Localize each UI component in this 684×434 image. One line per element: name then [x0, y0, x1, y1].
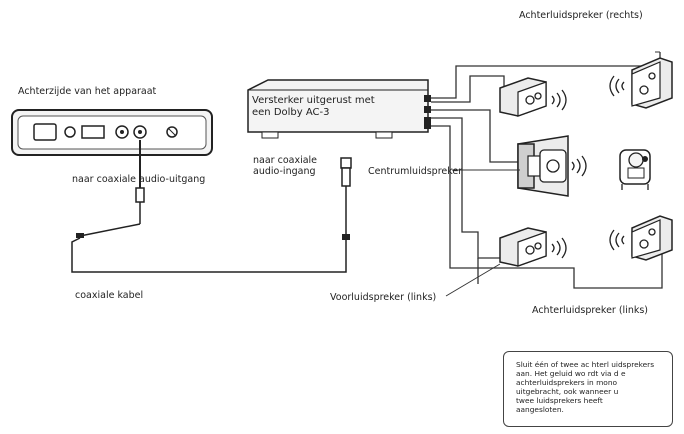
rear-speaker-left: [609, 215, 673, 261]
front-speaker-label: Voorluidspreker (links): [330, 292, 437, 303]
info-note-line: achterluidsprekers in mono: [516, 378, 618, 387]
info-note-line: aan. Het geluid wo rdt via d e: [516, 369, 626, 378]
front-speaker-right: [499, 77, 567, 117]
amplifier: [247, 79, 431, 139]
center-speaker-label: Centrumluidspreker: [368, 166, 463, 177]
rear-speaker-right: [609, 57, 673, 109]
leader-lines: [445, 51, 660, 297]
coax-in-label: naar coaxiale audio-ingang: [253, 155, 317, 177]
listener-icon: [619, 149, 651, 190]
coax-cable: [71, 234, 350, 273]
info-note-line: Sluit één of twee ac hterl uidsprekers: [516, 360, 655, 369]
coax-out-label: naar coaxiale audio-uitgang: [72, 174, 206, 185]
info-note-line: twee luidsprekers heeft: [516, 396, 603, 405]
info-note-line: aangesloten.: [516, 405, 564, 414]
rear-right-label: Achterluidspreker (rechts): [519, 10, 643, 21]
device-back-panel: [11, 109, 213, 156]
coax-in-label-line1: naar coaxiale: [253, 155, 318, 166]
info-note: Sluit één of twee ac hterl uidsprekers a…: [503, 351, 673, 427]
coax-in-label-line2: audio-ingang: [253, 166, 316, 177]
rear-left-label: Achterluidspreker (links): [532, 305, 648, 316]
device-coax-plug: [76, 140, 145, 238]
device-back-label: Achterzijde van het apparaat: [18, 86, 157, 97]
coax-cable-label: coaxiale kabel: [75, 290, 144, 301]
center-speaker: [517, 135, 587, 197]
amplifier-label-line2: een Dolby AC-3: [252, 107, 330, 118]
amplifier-label-line1: Versterker uitgerust met: [252, 95, 375, 106]
front-speaker-left: [499, 227, 567, 267]
info-note-line: uitgebracht, ook wanneer u: [516, 387, 619, 396]
amplifier-coax-plug: [340, 157, 352, 234]
amplifier-label: Versterker uitgerust met een Dolby AC-3: [252, 95, 412, 119]
